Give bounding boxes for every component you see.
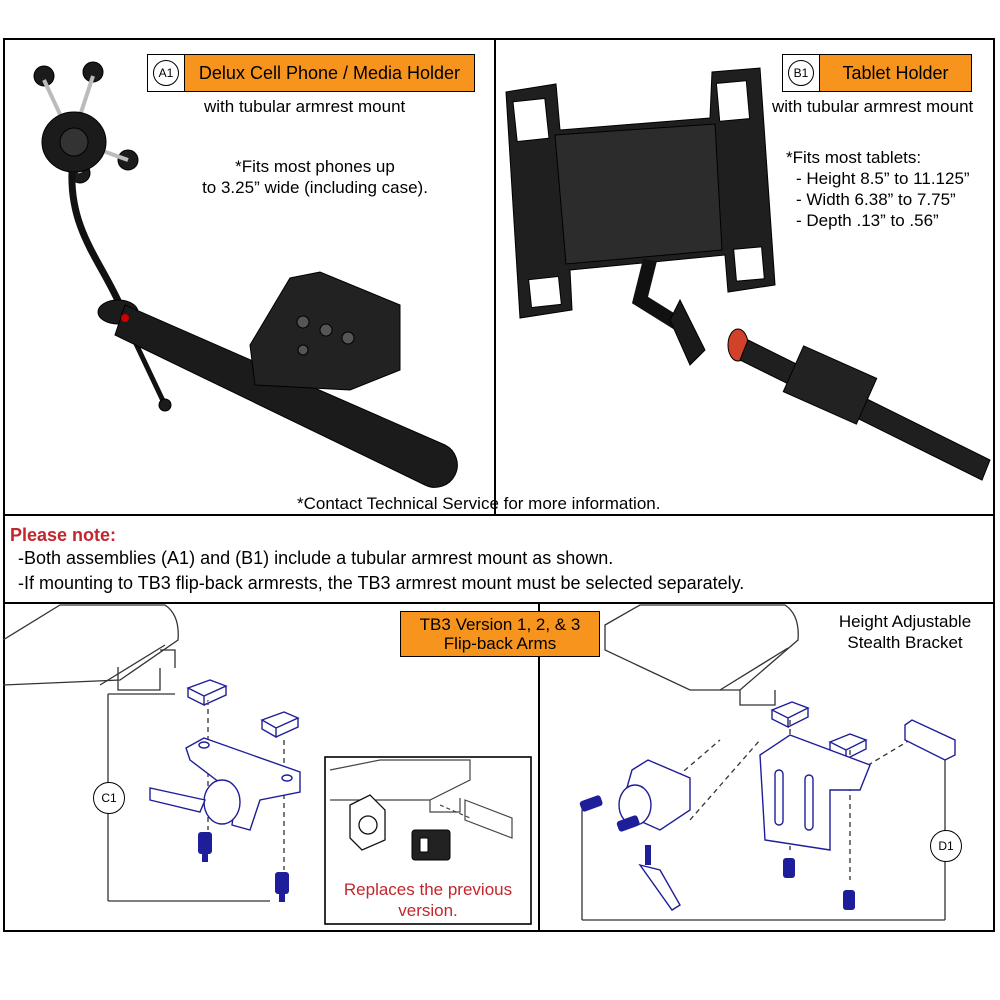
c1-lever: [149, 787, 206, 813]
armrest-pad-left: [2, 604, 179, 686]
a1-tag: A1 Delux Cell Phone / Media Holder: [147, 54, 475, 92]
c1-screw-2: [275, 872, 289, 894]
d1-callout: D1: [930, 830, 962, 862]
b1-title: Tablet Holder: [820, 55, 971, 91]
c1-screw-1: [198, 832, 212, 854]
a1-title: Delux Cell Phone / Media Holder: [185, 55, 474, 91]
contact-note: *Contact Technical Service for more info…: [297, 494, 661, 513]
d1-screw-1: [579, 795, 603, 812]
d1-square-nut-1: [770, 701, 810, 729]
grip-bottom-right: [117, 149, 139, 171]
b1-fits-title: *Fits most tablets:: [786, 148, 922, 167]
b1-tag: B1 Tablet Holder: [782, 54, 972, 92]
a1-fits-1: *Fits most phones up: [235, 157, 395, 176]
mount-tube: [114, 304, 458, 488]
please-note-item-1: -Both assemblies (A1) and (B1) include a…: [18, 548, 614, 568]
b1-code: B1: [788, 60, 814, 86]
c1-bracket: [185, 737, 301, 831]
b1-spec-width: - Width 6.38” to 7.75”: [796, 190, 956, 209]
c1-label: TB3 Version 1, 2, & 3 Flip-back Arms: [400, 611, 600, 657]
d1-screw-3: [783, 858, 795, 878]
grip-top-left: [33, 65, 55, 87]
d1-screw-4: [843, 890, 855, 910]
c1-square-nut-2: [260, 711, 300, 739]
a1-fits-2: to 3.25” wide (including case).: [202, 178, 428, 197]
section-divider-bottom: [3, 602, 995, 604]
bottom-divider: [538, 602, 540, 932]
d1-handle: [638, 863, 681, 911]
c1-replaces-line1: Replaces the previous: [343, 880, 513, 899]
c1-label-line1: TB3 Version 1, 2, & 3: [419, 615, 581, 634]
d1-stealth-bracket: [759, 734, 871, 851]
b1-spec-height: - Height 8.5” to 11.125”: [796, 169, 970, 188]
top-divider: [494, 38, 496, 514]
c1-square-nut-1: [186, 679, 228, 707]
a1-code: A1: [153, 60, 179, 86]
a1-subtitle: with tubular armrest mount: [204, 97, 406, 116]
d1-label-line1: Height Adjustable: [838, 612, 972, 631]
d1-label-line2: Stealth Bracket: [847, 633, 963, 652]
c1-replaces-line2: version.: [398, 901, 458, 920]
d1-small-plate: [904, 719, 956, 761]
b1-subtitle: with tubular armrest mount: [772, 97, 974, 116]
please-note-item-2: -If mounting to TB3 flip-back armrests, …: [18, 573, 745, 593]
armrest-pad-right: [604, 604, 799, 691]
d1-screw-2: [616, 815, 640, 832]
section-divider-top: [3, 514, 995, 516]
b1-spec-depth: - Depth .13” to .56”: [796, 211, 939, 230]
c1-label-line2: Flip-back Arms: [443, 634, 557, 653]
please-note-title: Please note:: [10, 525, 117, 545]
c1-callout: C1: [93, 782, 125, 814]
catalog-frame: [3, 38, 995, 932]
